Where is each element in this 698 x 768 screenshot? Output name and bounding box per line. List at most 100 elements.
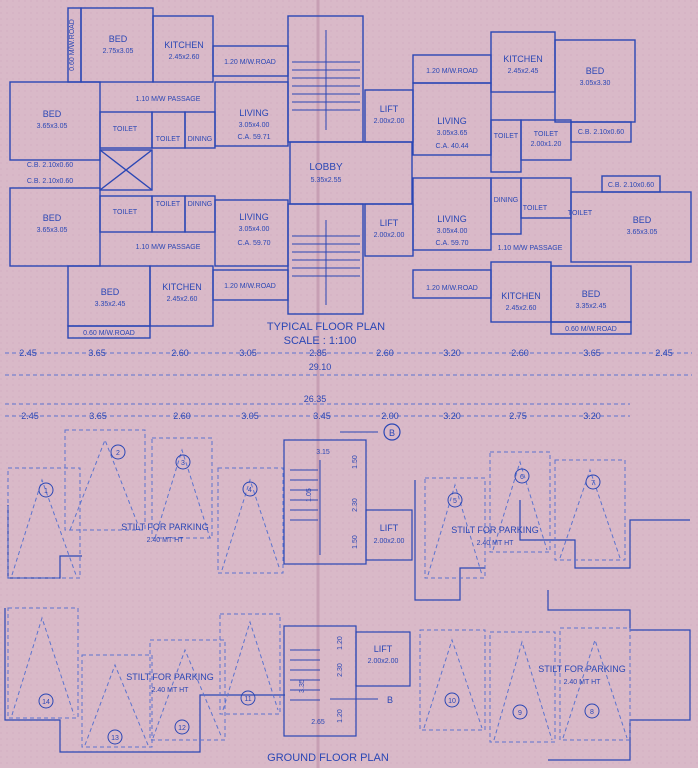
bed-size: 3.05x3.30	[580, 80, 611, 87]
road-label: 0.60 M/W.ROAD	[83, 330, 135, 337]
stair-treads	[292, 30, 360, 305]
ground-stair-treads	[290, 460, 321, 701]
parking-number-circle	[110, 444, 126, 460]
parking-number: 1	[44, 488, 48, 495]
toilet-label: TOILET	[534, 131, 559, 138]
parking-number-circle	[107, 729, 123, 745]
living-size: 3.05x4.00	[239, 122, 270, 129]
typical-floor-walls	[9, 7, 692, 339]
living-label: LIVING	[239, 108, 269, 118]
dimension-value: 2.85	[309, 348, 327, 358]
toilet-label: TOILET	[113, 209, 138, 216]
dimension-value: 2.60	[171, 348, 189, 358]
section-marker-b: B	[340, 423, 401, 441]
passage-label: 1.10 M/W PASSAGE	[136, 96, 201, 103]
kitchen-label: KITCHEN	[164, 40, 204, 50]
dimension-value: 3.20	[443, 411, 461, 421]
dimension-value: 3.45	[313, 411, 331, 421]
overall-dimension: 26.35	[304, 394, 327, 404]
toilet-label: TOILET	[523, 205, 548, 212]
dining-label: DINING	[188, 201, 213, 208]
parking-number-circle	[242, 481, 258, 497]
lift-label: LIFT	[380, 218, 399, 228]
parking-number: 11	[244, 696, 251, 703]
parking-number: 9	[518, 710, 522, 717]
parking-number: 12	[178, 725, 186, 732]
parking-number-circle	[174, 719, 190, 735]
dimension-value: 2.00	[381, 411, 399, 421]
ground-plan-title: GROUND FLOOR PLAN	[267, 752, 389, 764]
dimension-value: 3.20	[583, 411, 601, 421]
parking-number: 7	[591, 480, 595, 487]
kitchen-size: 2.45x2.60	[167, 296, 198, 303]
stair-dimension: 1.05	[306, 488, 313, 502]
parking-number-circle	[514, 468, 530, 484]
toilet-label: TOILET	[113, 126, 138, 133]
parking-number-circle	[447, 492, 463, 508]
lift-label: LIFT	[380, 523, 399, 533]
kitchen-label: KITCHEN	[162, 282, 202, 292]
cupboard-label: C.B. 2.10x0.60	[608, 182, 654, 189]
toilet-label: TOILET	[156, 201, 181, 208]
passage-label: 1.10 M/W PASSAGE	[498, 245, 563, 252]
cupboard-label: C.B. 2.10x0.60	[27, 162, 73, 169]
dimension-value: 3.65	[88, 348, 106, 358]
stilt-height: 2.40 MT HT	[152, 687, 190, 694]
toilet-label: TOILET	[156, 136, 181, 143]
kitchen-label: KITCHEN	[503, 54, 543, 64]
carpet-area: C.A. 40.44	[435, 143, 468, 150]
bed-size: 3.65x3.05	[627, 229, 658, 236]
bed-size: 3.35x2.45	[576, 303, 607, 310]
ground-floor-outline	[4, 439, 691, 761]
dimension-value: 2.45	[655, 348, 673, 358]
carpet-area: C.A. 59.71	[237, 134, 270, 141]
lobby-label: LOBBY	[309, 162, 343, 173]
parking-number: 14	[42, 699, 50, 706]
dining-label: DINING	[494, 197, 519, 204]
lift-size: 2.00x2.00	[368, 658, 399, 665]
typical-plan-scale: SCALE : 1:100	[284, 335, 357, 347]
living-size: 3.05x4.00	[239, 226, 270, 233]
stilt-height: 2.40 MT HT	[564, 679, 602, 686]
dimension-value: 2.60	[173, 411, 191, 421]
lift-size: 2.00x2.00	[374, 118, 405, 125]
parking-number: 2	[116, 450, 120, 457]
dimension-value: 2.45	[19, 348, 37, 358]
section-marker-label: B	[389, 428, 395, 438]
passage-label: 1.10 M/W PASSAGE	[136, 244, 201, 251]
parking-number: 6	[520, 474, 524, 481]
stair-dimension: 2.65	[311, 719, 325, 726]
stair-dimension: 3.35	[299, 679, 306, 693]
lift-size: 2.00x2.00	[374, 232, 405, 239]
parking-number-circle	[512, 704, 528, 720]
dimension-value: 3.65	[89, 411, 107, 421]
bed-label: BED	[101, 287, 120, 297]
road-label: 0.60 M/W.ROAD	[69, 19, 76, 71]
parking-number-circle	[38, 482, 54, 498]
overall-dimension: 29.10	[309, 362, 332, 372]
stair-dimension: 3.15	[316, 449, 330, 456]
dimension-value: 2.75	[509, 411, 527, 421]
kitchen-size: 2.45x2.60	[169, 54, 200, 61]
parking-number-circle	[585, 474, 601, 490]
stilt-label: STILT FOR PARKING	[126, 672, 214, 682]
dimension-value: 2.60	[511, 348, 529, 358]
bed-size: 3.35x2.45	[95, 301, 126, 308]
typical-plan-title: TYPICAL FLOOR PLAN	[267, 321, 385, 333]
cupboard-label: C.B. 2.10x0.60	[27, 178, 73, 185]
stilt-label: STILT FOR PARKING	[538, 664, 626, 674]
road-label: 1.20 M/W.ROAD	[426, 285, 478, 292]
stair-dimension: 1.50	[352, 535, 359, 549]
stilt-height: 2.40 MT HT	[147, 537, 185, 544]
dimension-value: 3.05	[241, 411, 259, 421]
road-label: 0.60 M/W.ROAD	[565, 326, 617, 333]
parking-number-circle	[584, 703, 600, 719]
parking-number: 13	[111, 735, 119, 742]
bed-size: 3.65x3.05	[37, 123, 68, 130]
road-label: 1.20 M/W.ROAD	[224, 283, 276, 290]
dimension-value: 2.60	[376, 348, 394, 358]
living-label: LIVING	[437, 116, 467, 126]
bed-label: BED	[43, 213, 62, 223]
toilet-size: 2.00x1.20	[531, 141, 562, 148]
